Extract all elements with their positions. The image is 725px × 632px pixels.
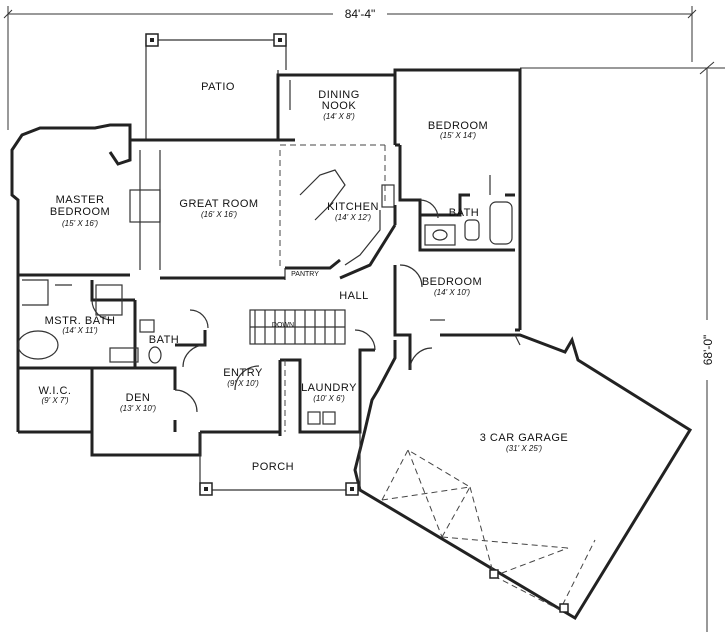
- bedroom-mid-label: BEDROOM: [422, 276, 482, 288]
- garage-structure: [353, 333, 693, 621]
- great-room-label: GREAT ROOM: [179, 198, 258, 210]
- bedroom-top-label: BEDROOM: [428, 120, 488, 132]
- master-bath-label: MSTR. BATH: [45, 315, 116, 327]
- patio-label: PATIO: [201, 81, 235, 93]
- laundry-label: LAUNDRY: [301, 382, 357, 394]
- overall-width-dimension: 84'-4": [345, 7, 376, 21]
- master-bath-size: (14' X 11'): [62, 326, 98, 335]
- kitchen-size: (14' X 12'): [335, 213, 371, 222]
- dining-nook-size: (14' X 8'): [323, 112, 355, 121]
- overall-depth-dimension: 68'-0": [701, 335, 715, 366]
- door-swings: [91, 199, 439, 413]
- garage-size: (31' X 25'): [506, 444, 542, 453]
- room-labels: PATIO DINING NOOK (14' X 8') BEDROOM (15…: [39, 81, 569, 473]
- stairs-down-label: DOWN: [272, 322, 294, 329]
- master-bedroom-size: (15' X 16'): [62, 219, 98, 228]
- kitchen-label: KITCHEN: [327, 201, 379, 213]
- porch-label: PORCH: [252, 461, 294, 473]
- bedroom-top-size: (15' X 14'): [440, 131, 476, 140]
- bath-left-label: BATH: [149, 334, 180, 346]
- great-room-size: (16' X 16'): [201, 210, 237, 219]
- garage-label: 3 CAR GARAGE: [480, 432, 569, 444]
- master-bedroom-label-line2: BEDROOM: [50, 206, 110, 218]
- entry-label: ENTRY: [223, 367, 263, 379]
- den-size: (13' X 10'): [120, 404, 156, 413]
- wic-label: W.I.C.: [39, 385, 72, 397]
- bedroom-mid-size: (14' X 10'): [434, 288, 470, 297]
- bath-right-label: BATH: [449, 207, 480, 219]
- dining-nook-label-line2: NOOK: [322, 100, 357, 112]
- pantry-label: PANTRY: [291, 271, 319, 278]
- master-bedroom-label-line1: MASTER: [56, 194, 105, 206]
- laundry-size: (10' X 6'): [313, 394, 345, 403]
- wic-size: (9' X 7'): [41, 396, 68, 405]
- entry-size: (9' X 10'): [227, 379, 259, 388]
- den-label: DEN: [126, 392, 151, 404]
- hall-label: HALL: [339, 290, 369, 302]
- dining-nook-label-line1: DINING: [318, 89, 360, 101]
- porch-area: [199, 432, 361, 496]
